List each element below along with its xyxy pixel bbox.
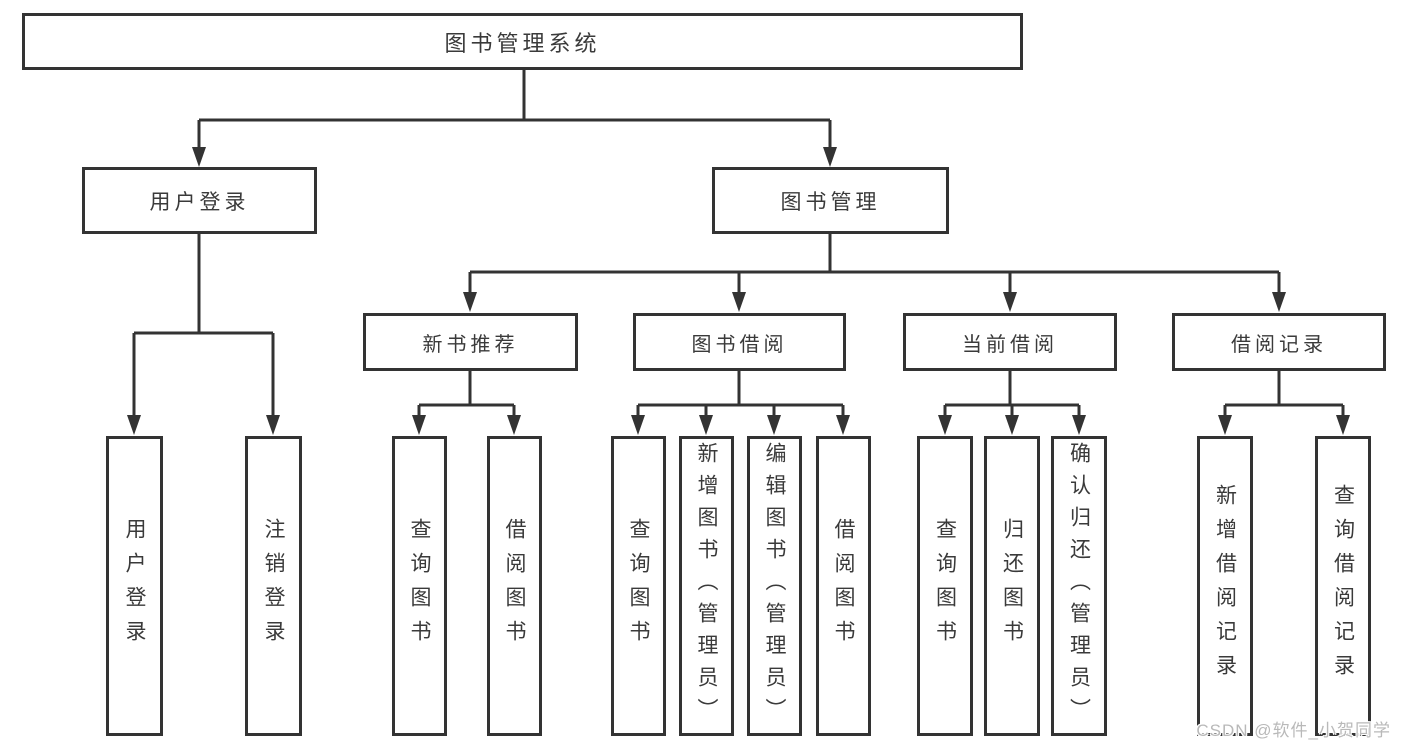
arrowhead-icon bbox=[823, 147, 837, 167]
node-user-login: 用户登录 bbox=[82, 167, 317, 234]
node-borrow-books-leaf: 借阅图书 bbox=[816, 436, 871, 736]
watermark-text: CSDN @软件_小贺同学 bbox=[1196, 721, 1391, 740]
node-new-book-recommendation: 新书推荐 bbox=[363, 313, 578, 371]
connector-line bbox=[132, 234, 275, 418]
arrowhead-icon bbox=[463, 292, 477, 312]
arrowhead-icon bbox=[1218, 415, 1232, 435]
node-library-management-system: 图书管理系统 bbox=[22, 13, 1023, 70]
node-book-borrowing: 图书借阅 bbox=[633, 313, 846, 371]
arrowhead-icon bbox=[127, 415, 141, 435]
node-add-book-admin: 新增图书（管理员） bbox=[679, 436, 734, 736]
node-add-borrow-record: 新增借阅记录 bbox=[1197, 436, 1253, 736]
node-borrow-books-recommend: 借阅图书 bbox=[487, 436, 542, 736]
node-user-login-leaf: 用户登录 bbox=[106, 436, 163, 736]
connector-line bbox=[417, 371, 516, 418]
arrowhead-icon bbox=[1005, 415, 1019, 435]
node-return-books: 归还图书 bbox=[984, 436, 1040, 736]
node-query-borrow-record: 查询借阅记录 bbox=[1315, 436, 1371, 736]
arrowhead-icon bbox=[699, 415, 713, 435]
arrowhead-icon bbox=[767, 415, 781, 435]
arrowhead-icon bbox=[507, 415, 521, 435]
node-query-books-borrowing: 查询图书 bbox=[611, 436, 666, 736]
arrowhead-icon bbox=[631, 415, 645, 435]
connector-line bbox=[943, 371, 1081, 418]
node-current-borrowing: 当前借阅 bbox=[903, 313, 1117, 371]
arrowhead-icon bbox=[192, 147, 206, 167]
arrowhead-icon bbox=[266, 415, 280, 435]
connector-line bbox=[636, 371, 845, 418]
arrowhead-icon bbox=[836, 415, 850, 435]
connector-line bbox=[197, 70, 832, 149]
node-logout: 注销登录 bbox=[245, 436, 302, 736]
node-query-books-recommend: 查询图书 bbox=[392, 436, 447, 736]
arrowhead-icon bbox=[1072, 415, 1086, 435]
node-book-management: 图书管理 bbox=[712, 167, 949, 234]
connector-line bbox=[468, 234, 1281, 294]
node-confirm-return-admin: 确认归还（管理员） bbox=[1051, 436, 1107, 736]
arrowhead-icon bbox=[412, 415, 426, 435]
arrowhead-icon bbox=[1336, 415, 1350, 435]
arrowhead-icon bbox=[732, 292, 746, 312]
arrowhead-icon bbox=[1272, 292, 1286, 312]
connector-line bbox=[1223, 371, 1345, 418]
node-query-books-current: 查询图书 bbox=[917, 436, 973, 736]
node-borrowing-records: 借阅记录 bbox=[1172, 313, 1386, 371]
arrowhead-icon bbox=[938, 415, 952, 435]
node-edit-book-admin: 编辑图书（管理员） bbox=[747, 436, 802, 736]
arrowhead-icon bbox=[1003, 292, 1017, 312]
